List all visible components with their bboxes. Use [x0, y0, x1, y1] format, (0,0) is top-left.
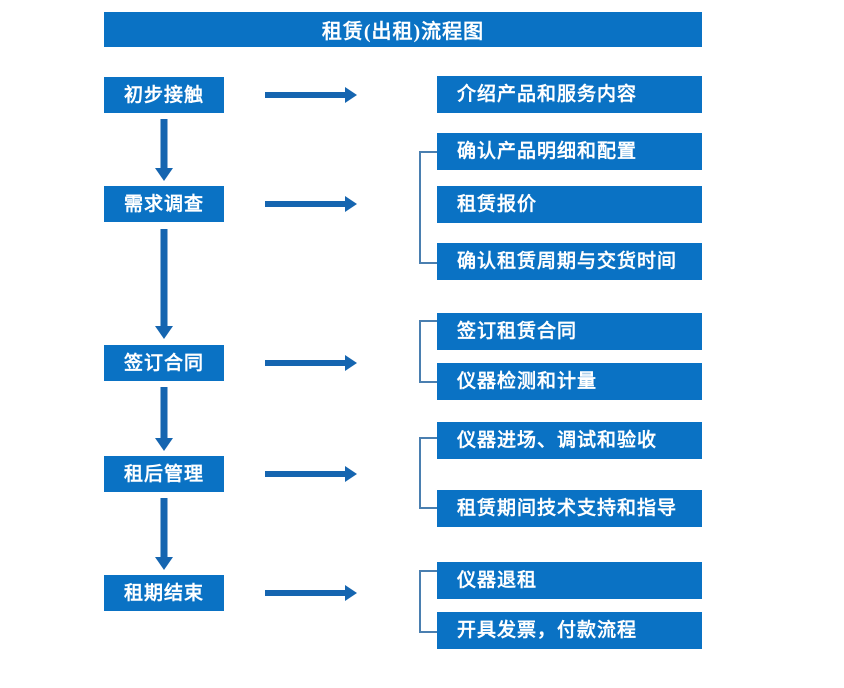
group-bracket-icon-stage-3 — [419, 320, 438, 383]
output-box-2-1[interactable]: 确认产品明细和配置 — [437, 133, 702, 170]
group-bracket-icon-stage-4 — [419, 437, 438, 509]
arrow-right-icon-3 — [265, 354, 357, 372]
arrow-down-icon-1-2 — [152, 119, 176, 181]
output-box-1-1[interactable]: 介绍产品和服务内容 — [437, 76, 702, 113]
group-bracket-icon-stage-2 — [419, 151, 438, 264]
arrow-right-icon-4 — [265, 465, 357, 483]
stage-box-3[interactable]: 签订合同 — [104, 345, 224, 381]
arrow-right-icon-5 — [265, 584, 357, 602]
arrow-right-icon-2 — [265, 195, 357, 213]
output-box-3-1[interactable]: 签订租赁合同 — [437, 313, 702, 350]
output-box-5-2[interactable]: 开具发票，付款流程 — [437, 612, 702, 649]
output-box-2-2[interactable]: 租赁报价 — [437, 186, 702, 223]
arrow-down-icon-2-3 — [152, 229, 176, 339]
stage-box-5[interactable]: 租期结束 — [104, 575, 224, 611]
output-box-2-3[interactable]: 确认租赁周期与交货时间 — [437, 243, 702, 280]
output-box-4-1[interactable]: 仪器进场、调试和验收 — [437, 422, 702, 459]
arrow-down-icon-3-4 — [152, 387, 176, 451]
stage-box-4[interactable]: 租后管理 — [104, 456, 224, 492]
diagram-title-bar: 租赁(出租)流程图 — [104, 12, 702, 47]
stage-box-2[interactable]: 需求调查 — [104, 186, 224, 222]
arrow-down-icon-4-5 — [152, 498, 176, 570]
output-box-4-2[interactable]: 租赁期间技术支持和指导 — [437, 490, 702, 527]
output-box-3-2[interactable]: 仪器检测和计量 — [437, 363, 702, 400]
group-bracket-icon-stage-5 — [419, 570, 438, 633]
output-box-5-1[interactable]: 仪器退租 — [437, 562, 702, 599]
arrow-right-icon-1 — [265, 86, 357, 104]
stage-box-1[interactable]: 初步接触 — [104, 77, 224, 113]
